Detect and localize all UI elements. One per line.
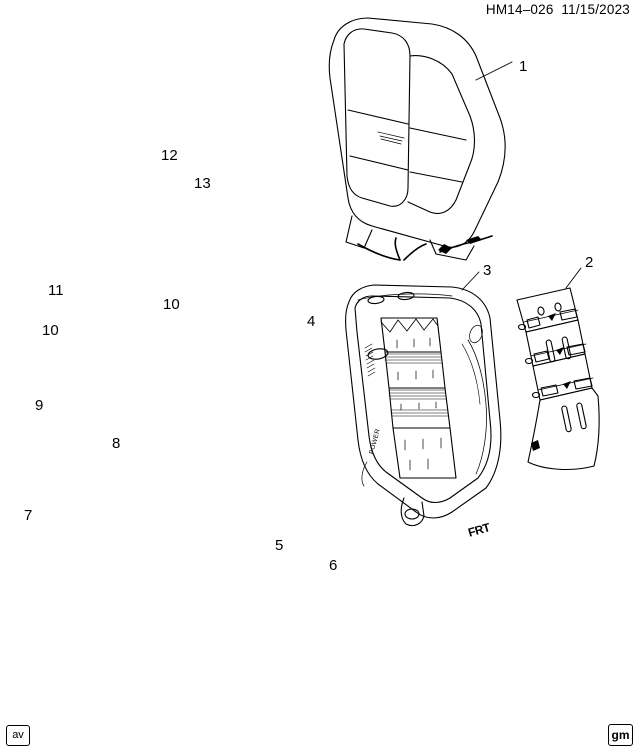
part-seat-back-cover (328, 17, 506, 261)
leader-line-2 (565, 267, 582, 289)
callout-13: 13 (194, 175, 211, 192)
callout-9: 9 (35, 397, 44, 414)
part-seat-back-support-panel (516, 287, 600, 470)
callout-5: 5 (275, 537, 284, 554)
callout-4: 4 (307, 313, 316, 330)
callout-7: 7 (24, 507, 33, 524)
leader-line-1 (475, 61, 513, 81)
callout-11: 11 (48, 282, 64, 299)
callout-3: 3 (483, 262, 492, 279)
callout-2: 2 (585, 254, 594, 271)
callout-10-upper: 10 (163, 296, 180, 313)
callout-1: 1 (519, 58, 528, 75)
callout-6: 6 (329, 557, 338, 574)
callout-8: 8 (112, 435, 121, 452)
gm-logo: gm (608, 724, 633, 746)
callout-12: 12 (161, 147, 178, 164)
part-seat-back-trim-panel (345, 284, 502, 527)
drawing-header: HM14–026 11/15/2023 (485, 2, 630, 17)
callout-10-lower: 10 (42, 322, 59, 339)
leader-line-3 (461, 271, 480, 291)
sheet-revision-tag: av (6, 725, 30, 746)
